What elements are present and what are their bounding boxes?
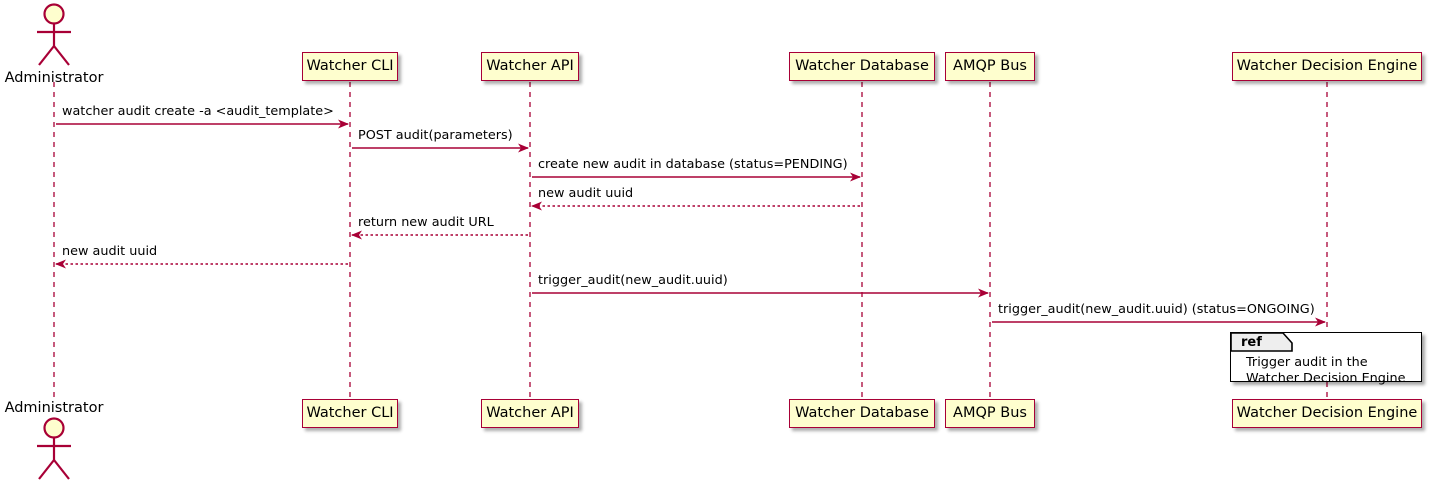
message-label-m4: new audit uuid (538, 186, 634, 201)
actor-figure-bottom (37, 417, 71, 480)
ref-tab-shape (1230, 332, 1293, 352)
message-label-m1: watcher audit create -a <audit_template> (62, 104, 334, 119)
participant-database-bottom[interactable]: Watcher Database (789, 399, 935, 428)
actor-leg-left (38, 459, 55, 480)
participant-database-top[interactable]: Watcher Database (789, 52, 935, 81)
ref-text-line-2: Watcher Decision Engine (1246, 371, 1406, 386)
actor-label-bottom: Administrator (4, 400, 104, 416)
actor-head (43, 3, 65, 25)
actor-leg-left (38, 45, 55, 66)
message-label-m5: return new audit URL (358, 215, 494, 230)
actor-leg-right (53, 45, 70, 66)
participant-api-bottom[interactable]: Watcher API (481, 399, 579, 428)
ref-text-line-1: Trigger audit in the (1246, 355, 1368, 370)
message-label-m6: new audit uuid (62, 244, 158, 259)
ref-tab-path (1230, 332, 1293, 352)
message-label-m8: trigger_audit(new_audit.uuid) (status=ON… (998, 302, 1315, 317)
ref-tab-label: ref (1241, 335, 1262, 350)
actor-figure-top (37, 3, 71, 66)
message-label-m7: trigger_audit(new_audit.uuid) (538, 273, 728, 288)
message-label-m2: POST audit(parameters) (358, 128, 513, 143)
participant-cli-bottom[interactable]: Watcher CLI (302, 399, 398, 428)
actor-label-top: Administrator (4, 70, 104, 86)
participant-amqp-bottom[interactable]: AMQP Bus (945, 399, 1035, 428)
participant-cli-top[interactable]: Watcher CLI (302, 52, 398, 81)
message-label-m3: create new audit in database (status=PEN… (538, 157, 848, 172)
actor-leg-right (53, 459, 70, 480)
participant-engine-bottom[interactable]: Watcher Decision Engine (1232, 399, 1422, 428)
actor-head (43, 417, 65, 439)
participant-api-top[interactable]: Watcher API (481, 52, 579, 81)
participant-engine-top[interactable]: Watcher Decision Engine (1232, 52, 1422, 81)
participant-amqp-top[interactable]: AMQP Bus (945, 52, 1035, 81)
